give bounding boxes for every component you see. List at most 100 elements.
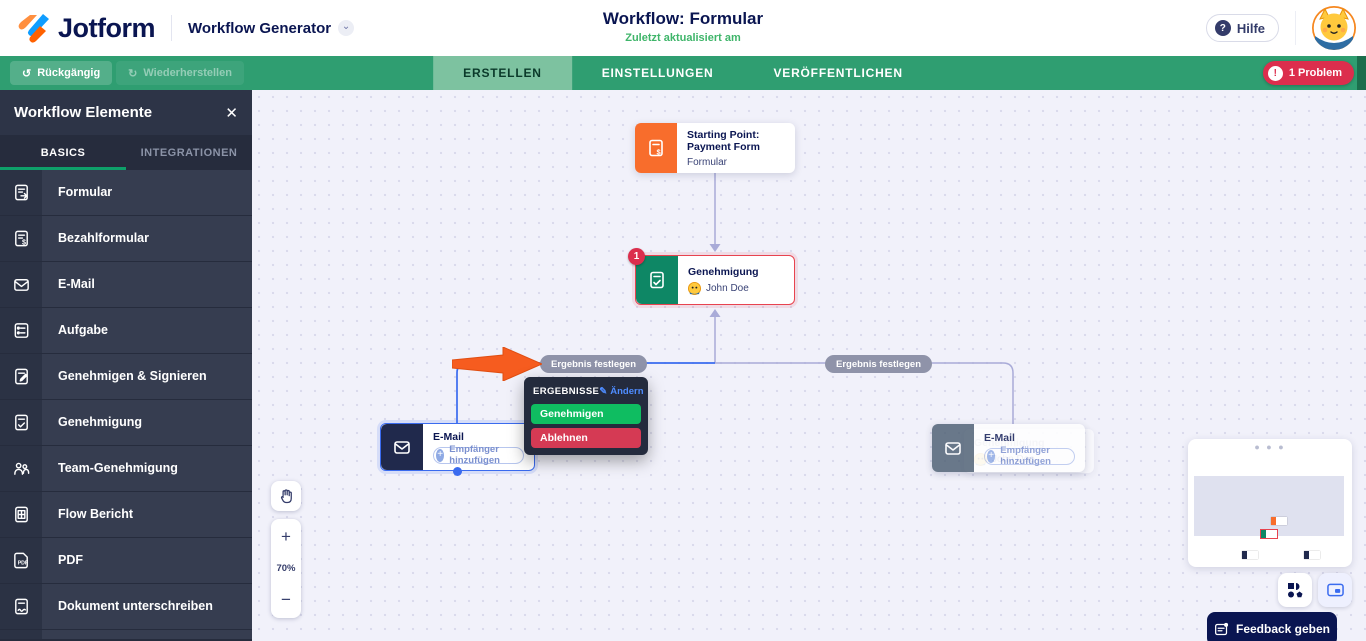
outcome-approve-button[interactable]: Genehmigen bbox=[531, 404, 641, 424]
pan-tool-button[interactable] bbox=[271, 481, 301, 511]
tab-veroeffentlichen[interactable]: VERÖFFENTLICHEN bbox=[773, 66, 903, 80]
node-genehmigung[interactable]: 1 Genehmigung John Doe bbox=[628, 248, 795, 305]
zoom-in-button[interactable]: + bbox=[271, 521, 301, 553]
flow-canvas[interactable]: $ Starting Point: Payment Form Formular … bbox=[252, 90, 1366, 641]
assignee-name: John Doe bbox=[706, 282, 749, 294]
element-list-overflow bbox=[0, 630, 252, 639]
feedback-icon bbox=[1215, 622, 1229, 635]
error-count-badge[interactable]: 1 bbox=[628, 248, 645, 265]
approval-icon bbox=[650, 271, 664, 289]
minimap-drag-dots[interactable]: ● ● ● bbox=[1254, 442, 1286, 452]
pdf-icon: PDF bbox=[13, 552, 28, 569]
tab-basics[interactable]: BASICS bbox=[0, 135, 126, 170]
minimap[interactable]: ● ● ● bbox=[1188, 439, 1352, 567]
panel-toggle-button[interactable] bbox=[1318, 573, 1352, 607]
element-list: Formular $ Bezahlformular E-Mail Aufgabe bbox=[0, 170, 252, 639]
branch-label-left[interactable]: Ergebnis festlegen bbox=[540, 355, 647, 373]
email-icon bbox=[945, 442, 961, 455]
shapes-icon bbox=[1288, 583, 1303, 598]
approve-sign-icon bbox=[14, 368, 28, 385]
plus-icon: + bbox=[987, 449, 996, 463]
node-subtitle: Formular bbox=[687, 156, 728, 168]
add-recipient-button[interactable]: + Empfänger hinzufügen bbox=[433, 444, 524, 466]
avatar-mascot-icon bbox=[1312, 6, 1356, 50]
node-email-drag-ghost[interactable]: E-Mail + Empfänger hinzufügen bbox=[932, 424, 1085, 472]
elements-shortcut-button[interactable] bbox=[1278, 573, 1312, 607]
outcome-reject-button[interactable]: Ablehnen bbox=[531, 428, 641, 448]
element-genehmigen-signieren[interactable]: Genehmigen & Signieren bbox=[0, 354, 252, 399]
tab-integrationen[interactable]: INTEGRATIONEN bbox=[140, 146, 238, 159]
tab-erstellen[interactable]: ERSTELLEN bbox=[433, 56, 572, 90]
header-divider bbox=[1295, 11, 1296, 45]
element-aufgabe[interactable]: Aufgabe bbox=[0, 308, 252, 353]
node-email[interactable]: E-Mail + Empfänger hinzufügen bbox=[380, 423, 535, 471]
toolbar-edge-strip bbox=[1357, 56, 1366, 90]
element-bezahlformular[interactable]: $ Bezahlformular bbox=[0, 216, 252, 261]
element-dokument-unterschreiben[interactable]: Dokument unterschreiben bbox=[0, 584, 252, 629]
element-email[interactable]: E-Mail bbox=[0, 262, 252, 307]
plus-icon: + bbox=[436, 448, 445, 462]
close-icon[interactable]: ✕ bbox=[225, 104, 238, 122]
form-icon bbox=[14, 184, 28, 201]
panel-icon bbox=[1326, 583, 1344, 597]
minimap-node-email bbox=[1304, 551, 1320, 559]
node-starting-point[interactable]: $ Starting Point: Payment Form Formular bbox=[635, 123, 795, 173]
jotform-logo-icon bbox=[18, 14, 49, 43]
chevron-down-icon[interactable]: ⌄ bbox=[338, 20, 355, 36]
pencil-icon: ✎ bbox=[599, 386, 608, 397]
help-button[interactable]: ? Hilfe bbox=[1205, 14, 1279, 42]
svg-text:$: $ bbox=[21, 239, 25, 247]
header-divider bbox=[171, 15, 172, 41]
help-icon: ? bbox=[1214, 20, 1231, 36]
minimap-node-email bbox=[1242, 551, 1258, 559]
tab-einstellungen[interactable]: EINSTELLUNGEN bbox=[601, 66, 714, 80]
panel-title: Workflow Elemente bbox=[14, 104, 153, 121]
product-name: Workflow Generator bbox=[188, 19, 332, 37]
jotform-logo[interactable]: Jotform bbox=[16, 12, 156, 44]
page-title[interactable]: Workflow: Formular bbox=[602, 9, 764, 28]
problem-badge[interactable]: ! 1 Problem bbox=[1262, 61, 1354, 85]
element-genehmigung[interactable]: Genehmigung bbox=[0, 400, 252, 445]
popup-title: ERGEBNISSE bbox=[533, 386, 600, 397]
feedback-button[interactable]: Feedback geben bbox=[1207, 612, 1337, 641]
last-updated-text: Zuletzt aktualisiert am bbox=[625, 32, 741, 44]
workflow-elements-panel: Workflow Elemente ✕ BASICS INTEGRATIONEN… bbox=[0, 90, 252, 641]
undo-icon: ↺ bbox=[22, 67, 32, 80]
outcomes-popup: ERGEBNISSE ✎ Ändern Genehmigen Ablehnen bbox=[524, 377, 648, 455]
zoom-level: 70% bbox=[276, 563, 296, 574]
edit-outcomes-link[interactable]: ✎ Ändern bbox=[599, 386, 644, 397]
task-icon bbox=[14, 323, 28, 338]
app-header: Jotform Workflow Generator ⌄ Workflow: F… bbox=[0, 0, 1366, 56]
node-title: Starting Point: Payment Form bbox=[687, 128, 760, 153]
add-recipient-button: + Empfänger hinzufügen bbox=[984, 445, 1075, 467]
payment-form-icon: $ bbox=[14, 230, 28, 247]
element-team-genehmigung[interactable]: Team-Genehmigung bbox=[0, 446, 252, 491]
sign-document-icon bbox=[14, 598, 28, 615]
payment-form-icon: $ bbox=[649, 139, 663, 157]
element-flow-bericht[interactable]: Flow Bericht bbox=[0, 492, 252, 537]
assignee-avatar bbox=[688, 281, 701, 295]
connector-handle[interactable] bbox=[453, 467, 462, 476]
builder-mode-tabs: ERSTELLEN EINSTELLUNGEN VERÖFFENTLICHEN bbox=[433, 56, 933, 90]
zoom-out-button[interactable]: − bbox=[271, 584, 301, 616]
svg-text:PDF: PDF bbox=[17, 560, 27, 566]
element-pdf[interactable]: PDF PDF bbox=[0, 538, 252, 583]
email-icon bbox=[13, 279, 29, 291]
exclamation-icon: ! bbox=[1267, 65, 1283, 81]
brand-name: Jotform bbox=[58, 12, 156, 43]
workflow-title-block: Workflow: Formular Zuletzt aktualisiert … bbox=[603, 9, 763, 44]
hand-icon bbox=[280, 488, 292, 503]
undo-button[interactable]: ↺ Rückgängig bbox=[10, 61, 113, 85]
branch-label-right[interactable]: Ergebnis festlegen bbox=[825, 355, 932, 373]
minimap-viewport bbox=[1194, 476, 1344, 559]
email-icon bbox=[394, 441, 410, 454]
minimap-node-start bbox=[1271, 517, 1287, 525]
svg-text:$: $ bbox=[657, 148, 662, 157]
element-formular[interactable]: Formular bbox=[0, 170, 252, 215]
approval-icon bbox=[14, 414, 28, 431]
flow-report-icon bbox=[14, 506, 28, 523]
team-approval-icon bbox=[13, 462, 29, 475]
redo-button[interactable]: ↻ Wiederherstellen bbox=[116, 61, 244, 85]
user-avatar[interactable] bbox=[1312, 6, 1356, 50]
redo-icon: ↻ bbox=[128, 67, 138, 80]
